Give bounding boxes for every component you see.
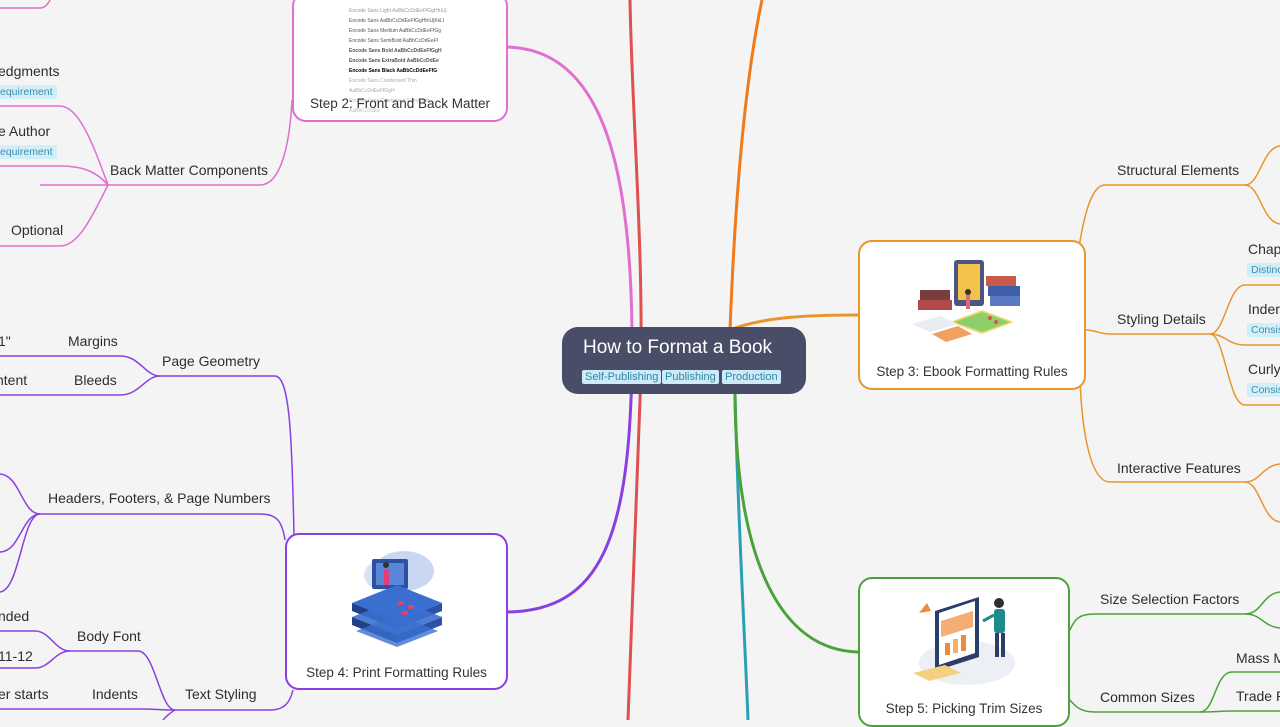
font-specimen: Encode Sans Light AaBbCcDdEeFfGgHhIiJj E… [349, 8, 447, 114]
step4-card[interactable]: Step 4: Print Formatting Rules [285, 533, 508, 690]
books-tablet-icon [912, 260, 1020, 342]
root-node[interactable]: How to Format a Book Self-Publishing Pub… [562, 327, 806, 394]
step2-item-acknowledgments[interactable]: edgments [0, 63, 60, 79]
trunk-orange [728, 0, 764, 331]
size-trade-paperback[interactable]: Trade P [1236, 688, 1280, 704]
step3-sub-indent[interactable]: Inder [1248, 301, 1280, 317]
size-selection-factors[interactable]: Size Selection Factors [1100, 591, 1240, 607]
structural-elements[interactable]: Structural Elements [1117, 162, 1240, 178]
step3-tag: Consis [1247, 323, 1280, 337]
root-title: How to Format a Book [583, 337, 773, 358]
interactive-features[interactable]: Interactive Features [1117, 460, 1241, 476]
requirement-tag: equirement [0, 145, 57, 159]
page-geometry[interactable]: Page Geometry [162, 353, 261, 369]
step3-sub-curly[interactable]: Curly [1248, 361, 1280, 377]
body-font[interactable]: Body Font [77, 628, 141, 644]
body-font-detail-a[interactable]: nded [0, 608, 30, 624]
body-font-detail-b[interactable]: 11-12 [0, 648, 33, 664]
branch-step5 [733, 393, 859, 654]
text-styling[interactable]: Text Styling [185, 686, 257, 702]
branch-step4 [507, 359, 634, 614]
step2-caption: Step 2: Front and Back Matter [309, 96, 491, 111]
step3-caption: Step 3: Ebook Formatting Rules [876, 364, 1068, 379]
size-mass-market[interactable]: Mass Ma [1236, 650, 1280, 666]
indents[interactable]: Indents [92, 686, 138, 702]
bleeds[interactable]: Bleeds [74, 372, 117, 388]
step3-sub-chapter[interactable]: Chapt [1248, 241, 1280, 257]
tag-publishing: Publishing [662, 370, 719, 384]
styling-details[interactable]: Styling Details [1117, 311, 1206, 327]
server-stack-icon [352, 551, 442, 647]
step3-tag: Distinc [1247, 263, 1280, 277]
headers-footers[interactable]: Headers, Footers, & Page Numbers [48, 490, 271, 506]
step2-card[interactable]: Encode Sans Light AaBbCcDdEeFfGgHhIiJj E… [292, 0, 508, 122]
step5-card[interactable]: Step 5: Picking Trim Sizes [858, 577, 1070, 727]
step2-item-about-author[interactable]: e Author [0, 123, 51, 139]
indents-detail[interactable]: er starts [0, 686, 49, 702]
margins[interactable]: Margins [68, 333, 118, 349]
branch-step3 [729, 313, 859, 332]
requirement-tag: equirement [0, 85, 57, 99]
branch-step2 [507, 45, 634, 331]
step5-caption: Step 5: Picking Trim Sizes [885, 701, 1043, 716]
bleeds-detail[interactable]: ntent [0, 372, 28, 388]
margins-detail[interactable]: 1" [0, 333, 11, 349]
tag-self-publishing: Self-Publishing [582, 370, 662, 384]
presentation-board-icon [913, 597, 1015, 685]
common-sizes[interactable]: Common Sizes [1100, 689, 1195, 705]
step4-caption: Step 4: Print Formatting Rules [306, 665, 487, 680]
tag-production: Production [722, 370, 781, 384]
step3-card[interactable]: Step 3: Ebook Formatting Rules [858, 240, 1086, 390]
back-matter-components[interactable]: Back Matter Components [110, 162, 268, 178]
step2-item-optional[interactable]: Optional [11, 222, 64, 238]
step3-tag: Consis [1247, 383, 1280, 397]
